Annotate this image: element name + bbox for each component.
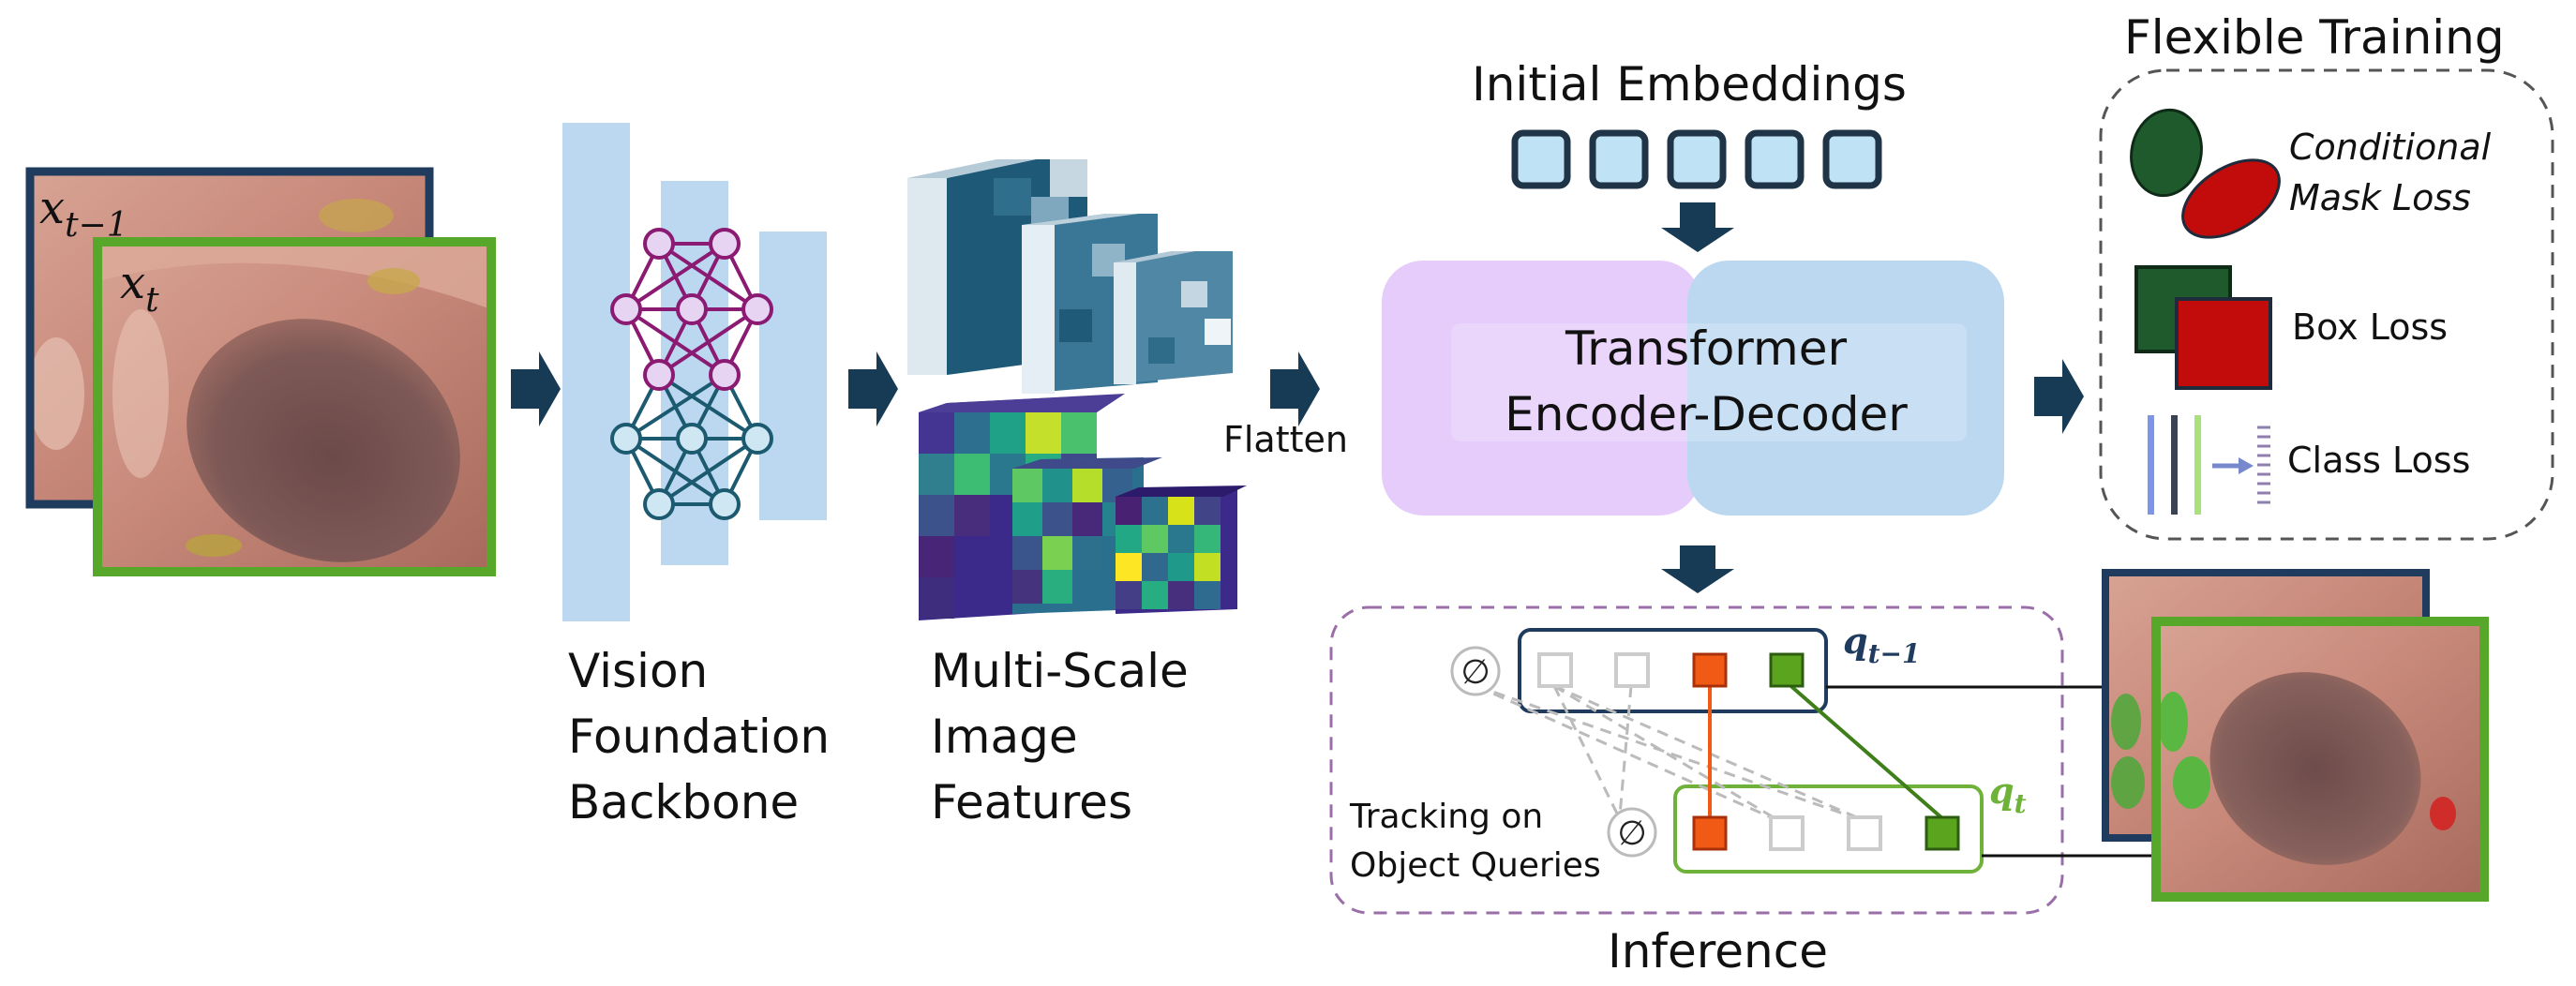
x-prev-label: xt−1 — [39, 182, 128, 245]
empty-set-icon — [1450, 646, 1501, 696]
q-curr-label: qt — [1989, 769, 2027, 819]
mask-icon — [2130, 108, 2203, 198]
initial-embeddings — [1511, 129, 1882, 189]
embedding-token — [1822, 129, 1882, 189]
initial-embeddings-label: Initial Embeddings — [1472, 57, 1907, 112]
query-token — [1537, 652, 1573, 688]
inference-panel: ∅ ∅ qt−1 qt — [1329, 605, 2156, 915]
query-token — [1614, 652, 1650, 688]
mask-icon — [2181, 158, 2281, 239]
query-token — [1847, 815, 1882, 851]
features-label-line1: Multi-Scale — [931, 644, 1189, 698]
feature-blocks-blue — [907, 159, 1233, 394]
output-frame-curr — [2151, 617, 2489, 902]
query-group-curr — [1673, 784, 1984, 874]
features-label-line3: Features — [931, 775, 1132, 829]
empty-set-label: ∅ — [1460, 653, 1490, 692]
query-group-prev — [1518, 628, 1828, 713]
embedding-token — [1511, 129, 1571, 189]
backbone-block — [562, 123, 827, 621]
empty-set-icon — [1607, 807, 1657, 858]
class-loss-label: Class Loss — [2287, 440, 2471, 481]
transformer-label-line1: Transformer — [1565, 321, 1848, 376]
arrow-right-icon — [848, 351, 898, 426]
input-frame-curr — [93, 237, 496, 576]
transformer-block — [1382, 261, 2004, 515]
transformer-label-line2: Encoder-Decoder — [1505, 387, 1908, 441]
flatten-label: Flatten — [1223, 419, 1348, 460]
embedding-token — [1589, 129, 1649, 189]
class-loss-icon — [2148, 415, 2270, 515]
arrow-right-icon — [511, 351, 561, 426]
query-token-green — [1925, 815, 1960, 851]
flexible-training-label: Flexible Training — [2124, 10, 2505, 65]
query-token — [1769, 815, 1805, 851]
tracking-label-line1: Tracking on — [1350, 798, 1544, 836]
embedding-token — [1745, 129, 1805, 189]
inference-label: Inference — [1608, 924, 1828, 979]
query-token-orange — [1692, 815, 1728, 851]
arrow-down-icon — [1661, 202, 1734, 252]
x-curr-label: xt — [120, 257, 159, 320]
backbone-label-line2: Foundation — [568, 710, 831, 764]
conditional-mask-loss-line1: Conditional — [2289, 127, 2492, 168]
embedding-token — [1667, 129, 1727, 189]
feature-blocks-viridis — [919, 394, 1247, 620]
tracking-label-line2: Object Queries — [1350, 846, 1601, 885]
box-loss-label: Box Loss — [2292, 306, 2449, 348]
arrow-right-icon — [1270, 351, 1320, 426]
box-icon — [2175, 297, 2272, 390]
conditional-mask-loss-line2: Mask Loss — [2289, 177, 2471, 218]
arrow-right-icon — [2034, 359, 2084, 434]
arrow-down-icon — [1661, 545, 1734, 593]
query-token-orange — [1692, 652, 1728, 688]
q-prev-label: qt−1 — [1843, 620, 1920, 669]
empty-set-label: ∅ — [1617, 814, 1646, 853]
network-icon — [610, 228, 773, 520]
backbone-label-line3: Backbone — [568, 775, 800, 829]
backbone-label-line1: Vision — [568, 644, 709, 698]
query-token-green — [1769, 652, 1805, 688]
flexible-training-panel — [2099, 68, 2554, 541]
features-label-line2: Image — [931, 710, 1078, 764]
